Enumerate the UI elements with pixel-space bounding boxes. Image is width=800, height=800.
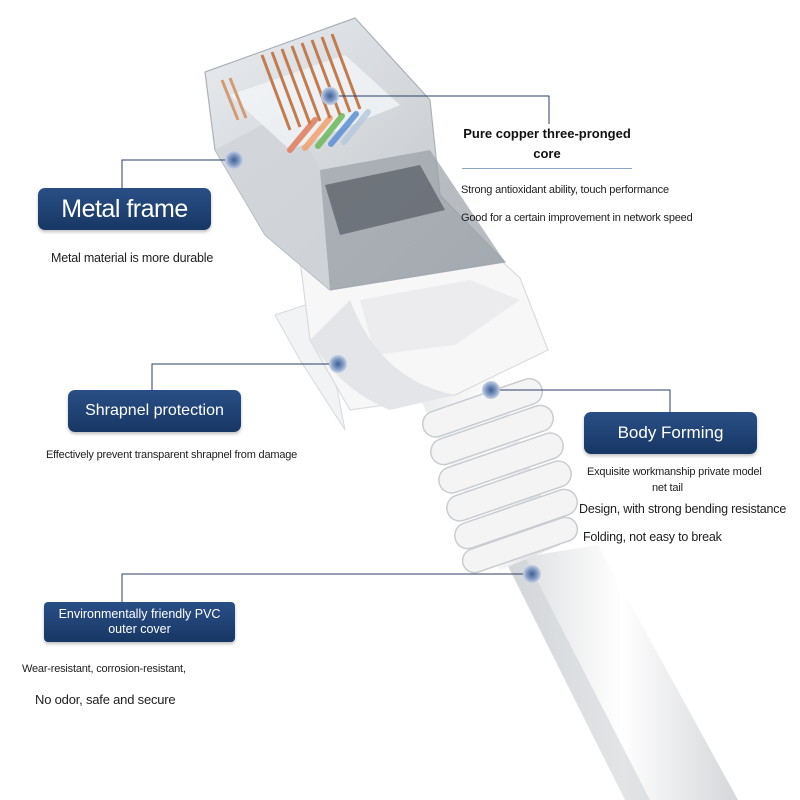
copper-core-title: Pure copper three-pronged core — [462, 124, 632, 168]
shrapnel-protection-badge: Shrapnel protection — [68, 390, 241, 432]
callout-markers — [225, 87, 541, 583]
leader-lines — [121, 95, 671, 602]
metal-frame-badge: Metal frame — [38, 188, 211, 230]
metal-frame-line-1: Metal material is more durable — [51, 251, 214, 265]
copper-contacts — [220, 33, 362, 131]
pvc-cover-line-2: No odor, safe and secure — [35, 692, 176, 707]
body-forming-line-2: net tail — [652, 482, 683, 494]
shrapnel-protection-line-1: Effectively prevent transparent shrapnel… — [46, 449, 298, 461]
transparent-housing — [204, 17, 507, 291]
shrapnel-protection-title: Shrapnel protection — [85, 402, 224, 420]
copper-core-line-2: Good for a certain improvement in networ… — [461, 212, 693, 224]
pvc-cover-title: Environmentally friendly PVC outer cover — [58, 607, 221, 636]
body-forming-badge: Body Forming — [584, 412, 757, 454]
cable — [505, 545, 738, 800]
copper-core-line-1: Strong antioxidant ability, touch perfor… — [461, 184, 669, 196]
pvc-cover-badge: Environmentally friendly PVC outer cover — [44, 602, 235, 642]
pvc-cover-line-1: Wear-resistant, corrosion-resistant, — [22, 663, 186, 675]
body-forming-line-4: Folding, not easy to break — [583, 530, 722, 544]
body-forming-line-3: Design, with strong bending resistance — [579, 502, 787, 516]
body-forming-line-1: Exquisite workmanship private model — [587, 466, 762, 478]
copper-core-title-text: Pure copper three-pronged core — [463, 126, 631, 161]
metal-frame-title: Metal frame — [61, 195, 188, 223]
body-forming-title: Body Forming — [617, 422, 724, 442]
